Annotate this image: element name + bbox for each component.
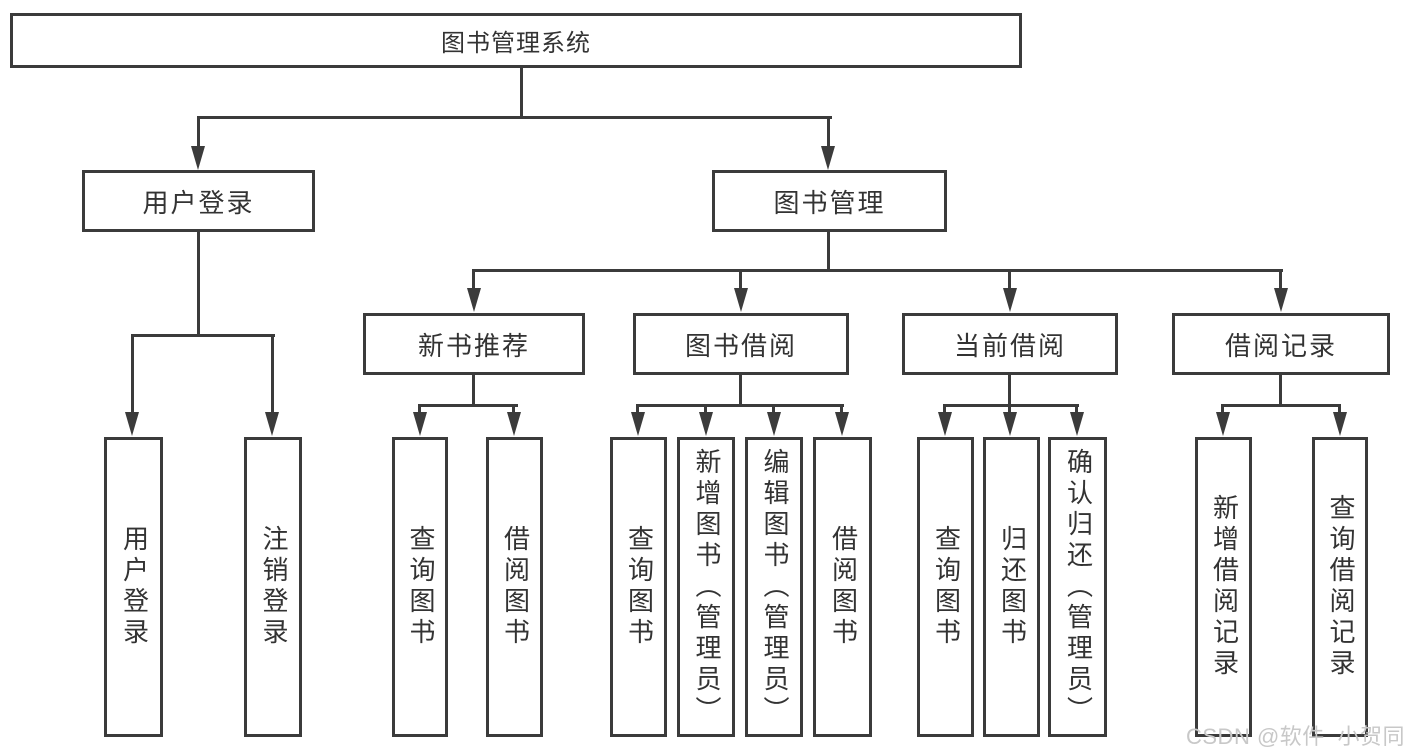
connector-line [704,404,707,416]
leaf-return-books: 归还图书 [983,437,1040,737]
arrow-down-icon [191,146,205,170]
node-system-root: 图书管理系统 [10,13,1022,68]
arrow-down-icon [631,412,645,436]
connector-line [197,229,200,337]
node-label: 确认归还（管理员） [1063,447,1094,727]
arrow-down-icon [1070,412,1084,436]
connector-line [1075,404,1078,416]
connector-line [271,334,274,416]
node-label: 新书推荐 [417,330,530,361]
arrow-down-icon [125,412,139,436]
leaf-borrow-books-borrowing: 借阅图书 [813,437,872,737]
arrow-down-icon [821,146,835,170]
connector-line [197,116,200,150]
node-label: 图书管理系统 [441,30,591,57]
node-current-borrowing: 当前借阅 [902,313,1118,375]
connector-line [1008,404,1011,416]
leaf-query-books-current: 查询图书 [917,437,974,737]
arrow-down-icon [413,412,427,436]
connector-line [512,404,515,416]
arrow-down-icon [734,288,748,312]
leaf-add-borrow-record: 新增借阅记录 [1195,437,1252,737]
connector-line [1279,269,1282,292]
leaf-edit-book-admin: 编辑图书（管理员） [745,437,803,737]
connector-line [739,372,742,407]
node-label: 借阅图书 [500,525,531,649]
leaf-confirm-return-admin: 确认归还（管理员） [1048,437,1107,737]
node-label: 查询图书 [405,525,436,649]
arrow-down-icon [1333,412,1347,436]
node-label: 用户登录 [142,187,255,218]
node-label: 查询图书 [624,525,655,649]
leaf-query-books-recommend: 查询图书 [392,437,448,737]
arrow-down-icon [507,412,521,436]
connector-line [772,404,775,416]
arrow-down-icon [1003,412,1017,436]
connector-line [943,404,1079,407]
node-borrowing-records: 借阅记录 [1172,313,1390,375]
connector-line [520,68,523,119]
node-label: 当前借阅 [953,330,1066,361]
connector-line [1008,269,1011,292]
leaf-borrow-books-recommend: 借阅图书 [486,437,543,737]
node-label: 注销登录 [258,525,289,649]
node-label: 图书管理 [773,187,886,218]
node-label: 归还图书 [997,525,1028,649]
node-label: 编辑图书（管理员） [759,447,790,727]
connector-line [131,334,134,416]
node-new-book-recommend: 新书推荐 [363,313,585,375]
connector-line [1221,404,1341,407]
node-label: 用户登录 [119,525,150,649]
leaf-user-login: 用户登录 [104,437,163,737]
node-label: 借阅图书 [828,525,859,649]
connector-line [472,269,475,292]
connector-line [131,334,275,337]
arrow-down-icon [1003,288,1017,312]
arrow-down-icon [699,412,713,436]
connector-line [1008,372,1011,407]
connector-line [418,404,518,407]
connector-line [418,404,421,416]
node-label: 图书借阅 [684,330,797,361]
arrow-down-icon [835,412,849,436]
leaf-add-book-admin: 新增图书（管理员） [677,437,735,737]
leaf-query-borrow-record: 查询借阅记录 [1312,437,1368,737]
node-book-borrowing: 图书借阅 [633,313,849,375]
connector-line [739,269,742,292]
leaf-logout: 注销登录 [244,437,302,737]
connector-line [1338,404,1341,416]
node-label: 借阅记录 [1224,330,1337,361]
node-label: 新增借阅记录 [1209,494,1240,680]
arrow-down-icon [938,412,952,436]
connector-line [827,229,830,272]
connector-line [472,269,1283,272]
arrow-down-icon [1216,412,1230,436]
arrow-down-icon [467,288,481,312]
csdn-watermark: CSDN @软件_小贺同学 [1186,724,1405,747]
arrow-down-icon [767,412,781,436]
connector-line [1221,404,1224,416]
node-label: 查询借阅记录 [1325,494,1356,680]
node-label: 新增图书（管理员） [691,447,722,727]
connector-line [1279,372,1282,407]
node-label: 查询图书 [931,525,962,649]
connector-line [943,404,946,416]
connector-line [636,404,844,407]
node-user-login: 用户登录 [82,170,315,232]
connector-line [472,372,475,407]
connector-line [197,116,832,119]
leaf-query-books-borrowing: 查询图书 [610,437,667,737]
arrow-down-icon [1274,288,1288,312]
node-book-management: 图书管理 [712,170,947,232]
connector-line [840,404,843,416]
arrow-down-icon [265,412,279,436]
connector-line [827,116,830,150]
connector-line [636,404,639,416]
